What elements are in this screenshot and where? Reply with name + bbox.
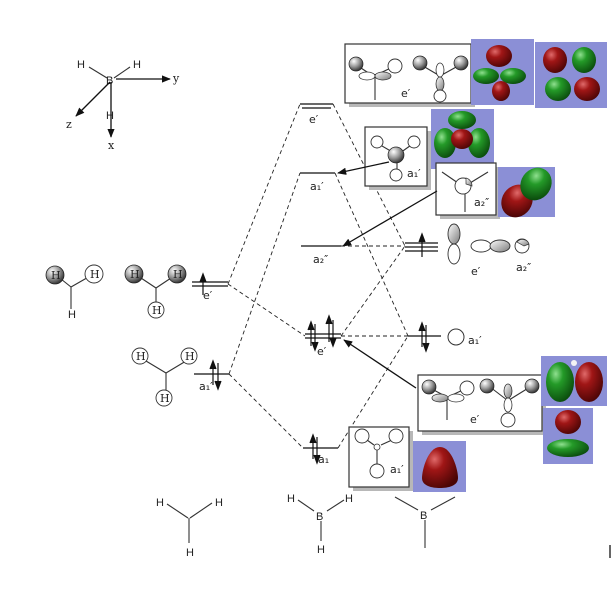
mo-a2-label: a₂″ xyxy=(313,253,328,266)
coordinate-axes: H H B y z H x xyxy=(66,59,180,152)
box-e-bonding-label: e′ xyxy=(470,413,480,426)
mo-a1-antibonding-level: a₁′ xyxy=(300,172,335,193)
mo-e-antibonding-label: e′ xyxy=(309,113,319,126)
mo-e-bonding-level: e′ xyxy=(305,314,341,358)
svg-text:H: H xyxy=(156,497,164,509)
svg-text:H: H xyxy=(130,268,140,281)
box-e-antibonding-label: e′ xyxy=(401,87,411,100)
z-axis-label: z xyxy=(66,118,72,131)
axis-h-bottom: H xyxy=(106,110,114,122)
isosurface-e-antibonding-2 xyxy=(535,42,607,108)
svg-text:H: H xyxy=(152,304,162,317)
box-e-antibonding: e′ xyxy=(344,43,475,107)
isosurface-e-antibonding-1 xyxy=(471,39,534,105)
electron-up-icon xyxy=(418,232,426,257)
isosurface-e-bonding-1 xyxy=(541,356,607,406)
mo-a1-bonding-level: a₁ xyxy=(303,433,338,466)
s-orbital-icon xyxy=(447,328,465,346)
svg-text:H: H xyxy=(160,392,170,405)
electron-pair-icon xyxy=(418,321,430,353)
h3-e-fragment-2: H H H xyxy=(124,264,187,319)
svg-text:H: H xyxy=(317,544,325,556)
boron-e-label: e′ xyxy=(471,265,481,278)
svg-text:H: H xyxy=(173,268,183,281)
h3-a1-level: a₁′ xyxy=(194,359,229,393)
h3-e-label: e′ xyxy=(203,289,213,302)
boron-a2-label: a₂″ xyxy=(516,261,531,274)
boron-a1-level: a₁′ xyxy=(408,321,482,353)
svg-text:H: H xyxy=(287,493,295,505)
mo-e-antibonding-level: e′ xyxy=(300,103,333,126)
box-a2-label: a₂″ xyxy=(474,196,489,209)
h3-structure: H H H xyxy=(156,497,223,559)
e-bonding-arrow xyxy=(343,339,417,389)
boron-e-a2-levels xyxy=(405,232,438,257)
electron-pair-icon xyxy=(209,359,222,391)
h3-a1-label: a₁′ xyxy=(199,380,213,393)
svg-text:H: H xyxy=(345,493,353,505)
isosurface-e-bonding-2 xyxy=(543,408,593,464)
svg-text:H: H xyxy=(215,497,223,509)
h3-e-level: e′ xyxy=(192,272,228,302)
boron-structure: B xyxy=(394,496,456,548)
svg-text:B: B xyxy=(316,511,323,523)
mo-a1-bonding-label: a₁ xyxy=(318,453,329,466)
h3-e-fragment-1: H H H xyxy=(45,264,104,321)
electron-pair-icon xyxy=(309,433,321,465)
mo-a1-antibonding-label: a₁′ xyxy=(310,180,324,193)
svg-text:H: H xyxy=(186,547,194,559)
axis-h-left: H xyxy=(77,59,85,71)
a1-antibonding-arrow xyxy=(337,161,390,175)
box-a2: a₂″ xyxy=(435,162,500,219)
bh3-structure: H B H H xyxy=(287,493,353,556)
isosurface-a1-antibonding xyxy=(431,109,494,169)
z-axis-arrow xyxy=(75,81,111,117)
box-e-bonding: e′ xyxy=(417,374,546,435)
box-a1-bonding-label: a₁′ xyxy=(390,463,404,476)
svg-text:H: H xyxy=(90,268,100,281)
box-a1-antibonding-label: a₁′ xyxy=(407,167,421,180)
box-a1-bonding: a₁′ xyxy=(348,426,413,491)
svg-text:H: H xyxy=(51,269,61,282)
mo-e-bonding-label: e′ xyxy=(317,345,327,358)
axis-boron-label: B xyxy=(106,75,113,87)
isosurface-a1-bonding xyxy=(413,441,466,492)
boron-a1-label: a₁′ xyxy=(468,334,482,347)
a2-arrow xyxy=(342,190,438,247)
x-axis-label: x xyxy=(108,139,115,152)
h3-a1-fragment: H H H xyxy=(131,347,198,407)
box-a1-antibonding: a₁′ xyxy=(364,126,431,190)
electron-pairs-icon xyxy=(307,314,337,352)
y-axis-label: y xyxy=(172,72,180,85)
boron-p-orbitals: e′ a₂″ xyxy=(447,223,531,278)
mo-a2-nonbonding-level: a₂″ xyxy=(301,245,341,266)
svg-text:H: H xyxy=(68,309,76,321)
svg-text:H: H xyxy=(136,350,146,363)
svg-text:H: H xyxy=(185,350,195,363)
axis-h-right: H xyxy=(133,59,141,71)
electron-up-icon xyxy=(199,272,207,295)
svg-text:B: B xyxy=(420,510,427,522)
isosurface-a2 xyxy=(498,167,555,218)
